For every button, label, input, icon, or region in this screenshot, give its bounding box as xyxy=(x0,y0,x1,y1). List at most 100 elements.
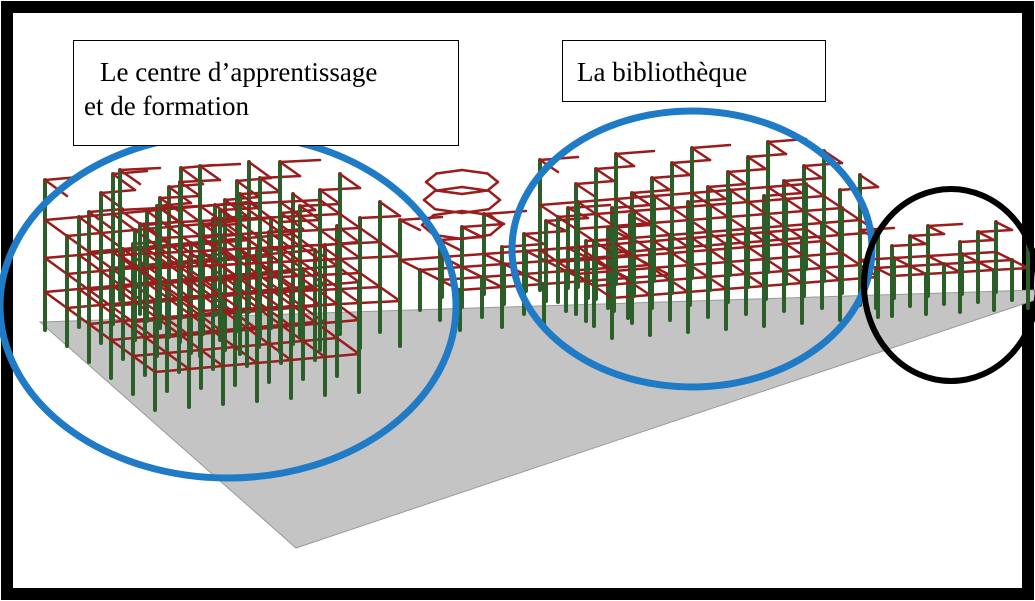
beam xyxy=(650,176,672,192)
beam xyxy=(690,143,732,150)
beam xyxy=(289,355,327,362)
beam xyxy=(358,271,382,289)
beam xyxy=(155,241,193,248)
beam xyxy=(432,209,464,217)
beam xyxy=(247,160,273,180)
beam xyxy=(65,231,103,238)
beam xyxy=(489,223,504,237)
beam xyxy=(158,206,182,224)
beam xyxy=(118,166,162,172)
beam xyxy=(198,162,242,168)
beam xyxy=(291,270,317,290)
beam xyxy=(65,269,103,276)
beam xyxy=(486,180,500,192)
beam xyxy=(614,149,656,156)
beam xyxy=(1010,258,1030,270)
beam xyxy=(378,200,402,218)
beam xyxy=(153,333,191,340)
beam xyxy=(278,160,302,178)
beam xyxy=(398,258,422,272)
beam xyxy=(726,170,748,186)
beam xyxy=(422,189,437,202)
beam xyxy=(424,172,438,184)
beam xyxy=(245,323,283,330)
beam xyxy=(238,277,262,295)
beam xyxy=(298,214,322,232)
beam xyxy=(994,250,1014,262)
beam xyxy=(670,206,692,222)
beam xyxy=(198,204,222,222)
beam xyxy=(435,168,464,175)
beam xyxy=(460,185,491,193)
beam xyxy=(318,188,342,206)
beam xyxy=(994,220,1014,232)
beam xyxy=(238,232,262,250)
beam xyxy=(690,146,712,162)
beam xyxy=(155,201,193,208)
beam xyxy=(198,202,242,208)
beam xyxy=(338,287,362,305)
beam xyxy=(460,265,484,279)
beam xyxy=(291,304,317,324)
beam xyxy=(221,361,259,368)
beam xyxy=(257,232,295,239)
beam xyxy=(278,230,302,248)
beam xyxy=(118,206,162,212)
beam xyxy=(746,245,768,261)
beam xyxy=(255,324,293,331)
beam xyxy=(65,303,103,310)
beam xyxy=(460,168,489,175)
beam xyxy=(111,284,137,304)
beam xyxy=(87,285,125,292)
beam xyxy=(178,295,202,313)
beam xyxy=(153,367,191,374)
beam xyxy=(258,246,282,264)
beam xyxy=(378,285,402,303)
beam xyxy=(338,172,362,190)
beam xyxy=(822,239,844,255)
beam xyxy=(318,198,342,216)
beam xyxy=(323,352,361,359)
beam xyxy=(43,253,81,260)
beam xyxy=(111,212,137,232)
beam xyxy=(258,261,282,279)
beam xyxy=(766,230,788,246)
beam xyxy=(258,291,282,309)
beam xyxy=(746,200,768,216)
beam xyxy=(784,197,806,213)
beam xyxy=(840,206,862,222)
beam xyxy=(486,172,500,184)
beam xyxy=(121,316,159,323)
beam xyxy=(298,204,322,222)
beam xyxy=(318,243,342,261)
beam xyxy=(706,185,728,201)
beam xyxy=(746,155,768,171)
beam xyxy=(218,218,242,236)
beam xyxy=(187,364,225,371)
beam xyxy=(177,257,215,264)
beam xyxy=(298,244,322,262)
beam xyxy=(145,278,183,285)
beam xyxy=(165,314,203,321)
beam xyxy=(960,252,980,264)
beam xyxy=(338,212,362,230)
beam xyxy=(77,250,115,257)
beam xyxy=(614,152,636,168)
beam xyxy=(926,254,946,266)
beam xyxy=(335,336,361,356)
beam xyxy=(942,262,962,274)
beam xyxy=(926,224,946,236)
beam xyxy=(976,260,996,272)
beam xyxy=(258,216,282,234)
beam xyxy=(728,233,750,249)
beam xyxy=(177,329,215,336)
beam xyxy=(398,255,444,262)
beam xyxy=(690,236,712,252)
beam xyxy=(298,259,322,277)
beam xyxy=(138,267,162,285)
beam xyxy=(614,242,636,258)
beam xyxy=(198,234,222,252)
beam xyxy=(138,222,162,240)
beam xyxy=(267,267,305,274)
